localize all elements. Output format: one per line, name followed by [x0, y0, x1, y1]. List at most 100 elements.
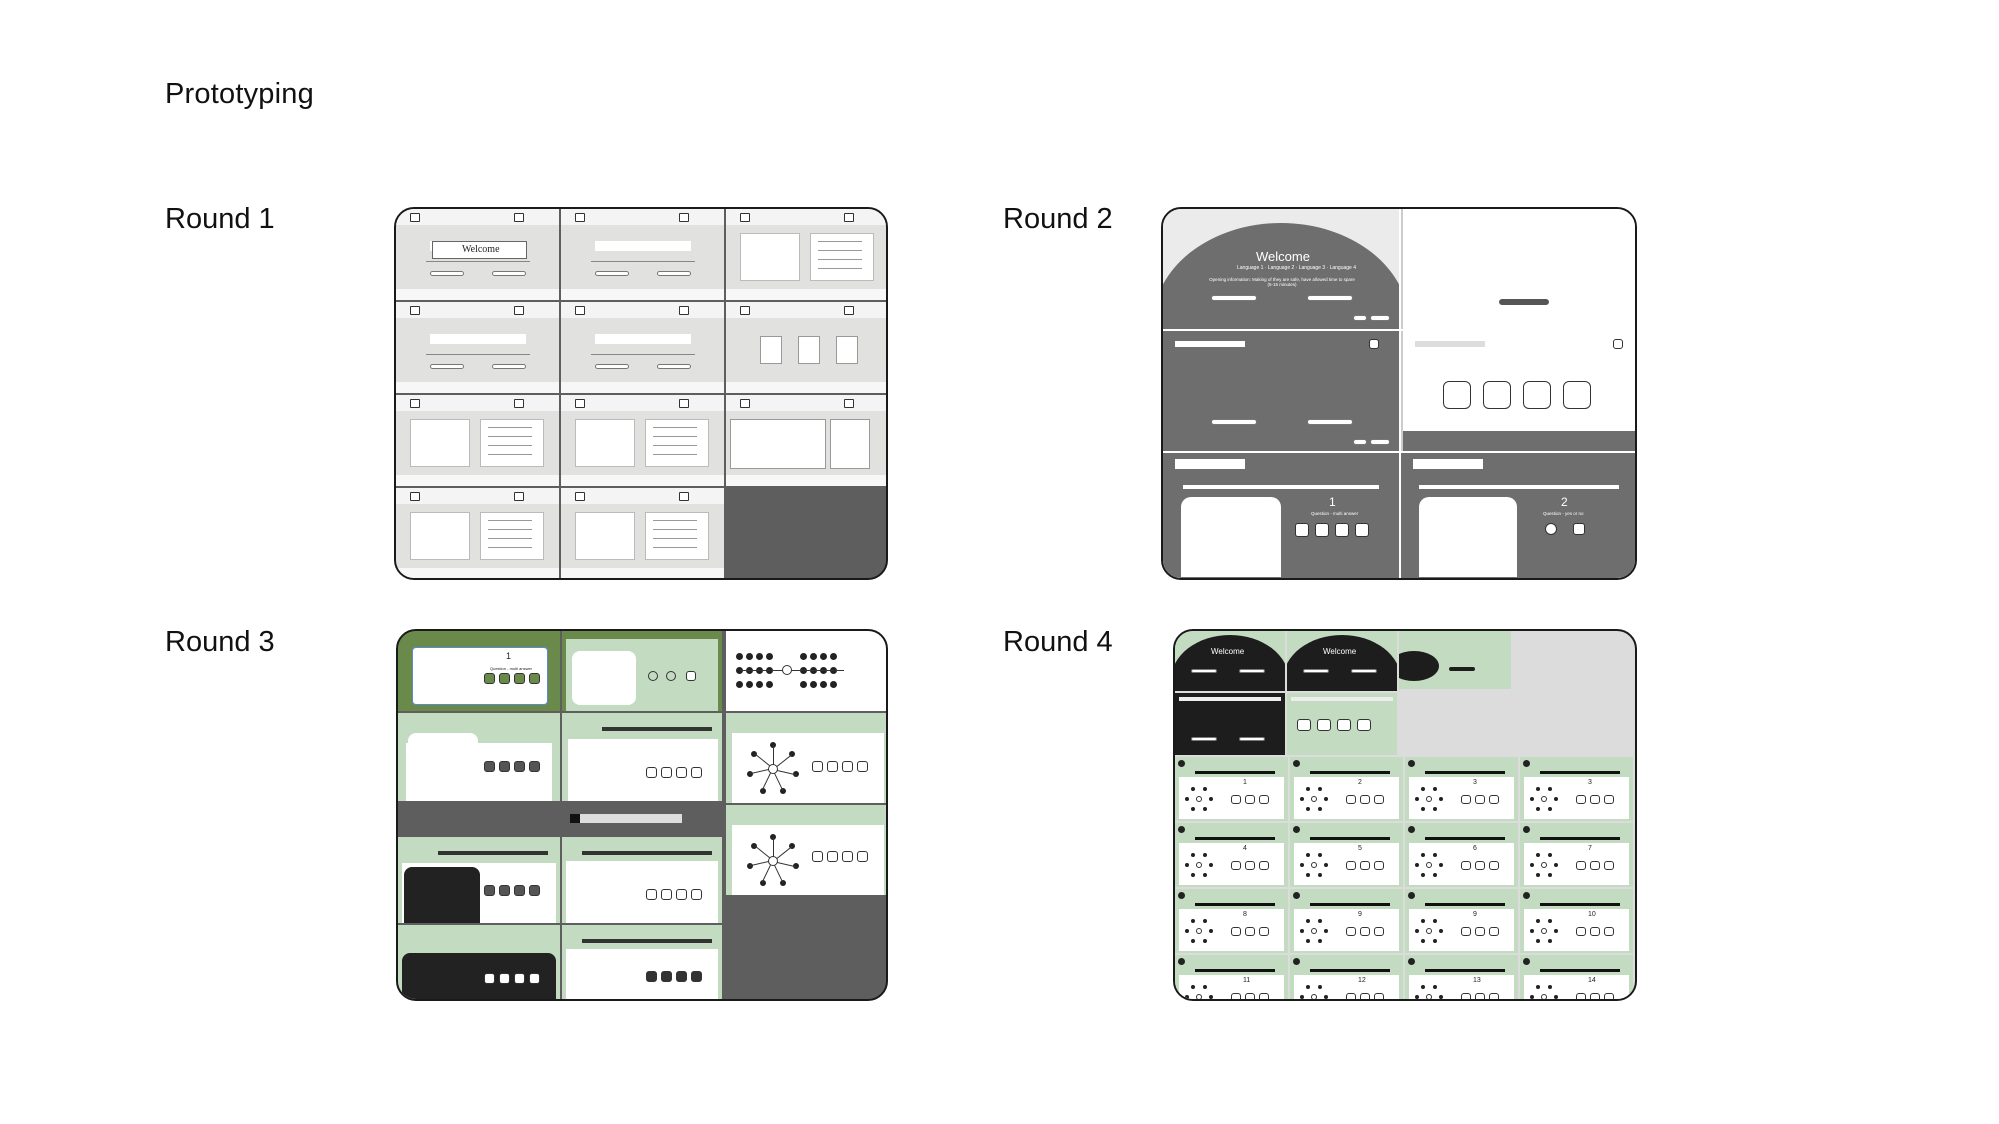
- r4-network-center[interactable]: [1196, 796, 1202, 802]
- r4-network-node[interactable]: [1433, 918, 1437, 923]
- r4-answer-box[interactable]: [1374, 795, 1384, 804]
- r4-network-node[interactable]: [1536, 807, 1540, 812]
- r4-network-node[interactable]: [1203, 918, 1207, 923]
- r4-network-node[interactable]: [1548, 852, 1552, 857]
- r4-network-node[interactable]: [1191, 786, 1195, 791]
- r4-network-node[interactable]: [1439, 929, 1443, 933]
- r4-network-node[interactable]: [1548, 984, 1552, 989]
- r4-network-node[interactable]: [1548, 918, 1552, 923]
- r4-network-center[interactable]: [1541, 862, 1547, 868]
- r4-answer-box[interactable]: [1231, 861, 1241, 870]
- r4-network-node[interactable]: [1191, 807, 1195, 812]
- r4-network-node[interactable]: [1421, 852, 1425, 857]
- r4-network-node[interactable]: [1324, 995, 1328, 999]
- r4-answer-box[interactable]: [1374, 993, 1384, 999]
- r4-answer-box[interactable]: [1489, 993, 1499, 999]
- r4-network-node[interactable]: [1433, 786, 1437, 791]
- r4-network-node[interactable]: [1318, 807, 1322, 812]
- r4-network-node[interactable]: [1318, 918, 1322, 923]
- r4-answer-box[interactable]: [1231, 927, 1241, 936]
- r4-network-center[interactable]: [1541, 928, 1547, 934]
- round-2-board[interactable]: Welcome Language 1 · Language 2 · Langua…: [1161, 207, 1637, 580]
- r4-network-node[interactable]: [1185, 797, 1189, 801]
- r4-network-node[interactable]: [1554, 929, 1558, 933]
- r4-network-node[interactable]: [1536, 873, 1540, 878]
- r4-network-node[interactable]: [1318, 852, 1322, 857]
- r3-star-node[interactable]: [788, 843, 795, 850]
- r4-network-node[interactable]: [1300, 863, 1304, 867]
- r4-answer-box[interactable]: [1461, 993, 1471, 999]
- r1-option-card[interactable]: [760, 336, 782, 364]
- r2-q2-no[interactable]: [1573, 523, 1585, 535]
- r4-network-node[interactable]: [1209, 797, 1213, 801]
- r4-network-center[interactable]: [1311, 994, 1317, 999]
- r4-network-node[interactable]: [1203, 786, 1207, 791]
- r4-network-node[interactable]: [1191, 939, 1195, 944]
- r4-network-node[interactable]: [1439, 863, 1443, 867]
- r4-network-node[interactable]: [1318, 939, 1322, 944]
- r4-network-node[interactable]: [1548, 939, 1552, 944]
- r1-button-right[interactable]: [492, 271, 526, 276]
- r4-w1-btn-a[interactable]: [1191, 669, 1217, 673]
- r4-answer-box[interactable]: [1489, 927, 1499, 936]
- r4-network-node[interactable]: [1203, 873, 1207, 878]
- r3-toolbar-strip[interactable]: [570, 814, 682, 823]
- r4-network-node[interactable]: [1415, 995, 1419, 999]
- r3-star-center[interactable]: [768, 856, 778, 866]
- r4-network-center[interactable]: [1196, 994, 1202, 999]
- r4-network-node[interactable]: [1421, 918, 1425, 923]
- r4-network-center[interactable]: [1426, 862, 1432, 868]
- r4-network-node[interactable]: [1306, 852, 1310, 857]
- r3-dot-center[interactable]: [782, 665, 792, 675]
- r2-button-a[interactable]: [1211, 295, 1257, 301]
- r4-network-center[interactable]: [1196, 862, 1202, 868]
- r4-answer-box[interactable]: [1245, 993, 1255, 999]
- r4-w2-btn-a[interactable]: [1303, 669, 1329, 673]
- r4-answer-box[interactable]: [1374, 927, 1384, 936]
- r4-network-node[interactable]: [1415, 929, 1419, 933]
- r4-network-node[interactable]: [1536, 939, 1540, 944]
- r4-network-node[interactable]: [1530, 929, 1534, 933]
- r1-button-right[interactable]: [492, 364, 526, 369]
- r2-q1-answer-2[interactable]: [1315, 523, 1329, 537]
- r4-network-node[interactable]: [1433, 807, 1437, 812]
- r4-network-node[interactable]: [1536, 786, 1540, 791]
- r4-answer-box[interactable]: [1259, 795, 1269, 804]
- r4-network-node[interactable]: [1536, 918, 1540, 923]
- r4-network-node[interactable]: [1421, 873, 1425, 878]
- r4-answer-box[interactable]: [1576, 861, 1586, 870]
- r4-answer-box[interactable]: [1590, 861, 1600, 870]
- round-3-board[interactable]: 1 Question - multi answer: [396, 629, 888, 1001]
- r4-network-node[interactable]: [1203, 939, 1207, 944]
- r4-answer-box[interactable]: [1489, 861, 1499, 870]
- r4-answer-box[interactable]: [1231, 993, 1241, 999]
- r2-continue-button[interactable]: [1499, 299, 1549, 305]
- r4-network-center[interactable]: [1426, 994, 1432, 999]
- r4-network-node[interactable]: [1421, 984, 1425, 989]
- r2-option-1[interactable]: [1443, 381, 1471, 409]
- r4-network-node[interactable]: [1300, 797, 1304, 801]
- r4-answer-box[interactable]: [1604, 927, 1614, 936]
- r2-q1-answer-1[interactable]: [1295, 523, 1309, 537]
- r4-network-node[interactable]: [1203, 807, 1207, 812]
- r4-answer-box[interactable]: [1461, 861, 1471, 870]
- r4-network-node[interactable]: [1421, 807, 1425, 812]
- r4-answer-box[interactable]: [1475, 861, 1485, 870]
- r4-network-node[interactable]: [1433, 852, 1437, 857]
- r4-answer-box[interactable]: [1475, 993, 1485, 999]
- r2-inform-back[interactable]: [1353, 439, 1367, 445]
- r4-network-node[interactable]: [1203, 852, 1207, 857]
- r4-answer-box[interactable]: [1259, 927, 1269, 936]
- r4-network-node[interactable]: [1439, 797, 1443, 801]
- r4-network-node[interactable]: [1536, 984, 1540, 989]
- r2-option-2[interactable]: [1483, 381, 1511, 409]
- r4-network-node[interactable]: [1554, 863, 1558, 867]
- r2-q2-yes[interactable]: [1545, 523, 1557, 535]
- r4-network-node[interactable]: [1324, 863, 1328, 867]
- r4-network-node[interactable]: [1530, 995, 1534, 999]
- r1-button-left[interactable]: [430, 364, 464, 369]
- r4-answer-box[interactable]: [1576, 795, 1586, 804]
- r4-answer-box[interactable]: [1475, 927, 1485, 936]
- r4-network-node[interactable]: [1530, 797, 1534, 801]
- r4-answer-box[interactable]: [1576, 993, 1586, 999]
